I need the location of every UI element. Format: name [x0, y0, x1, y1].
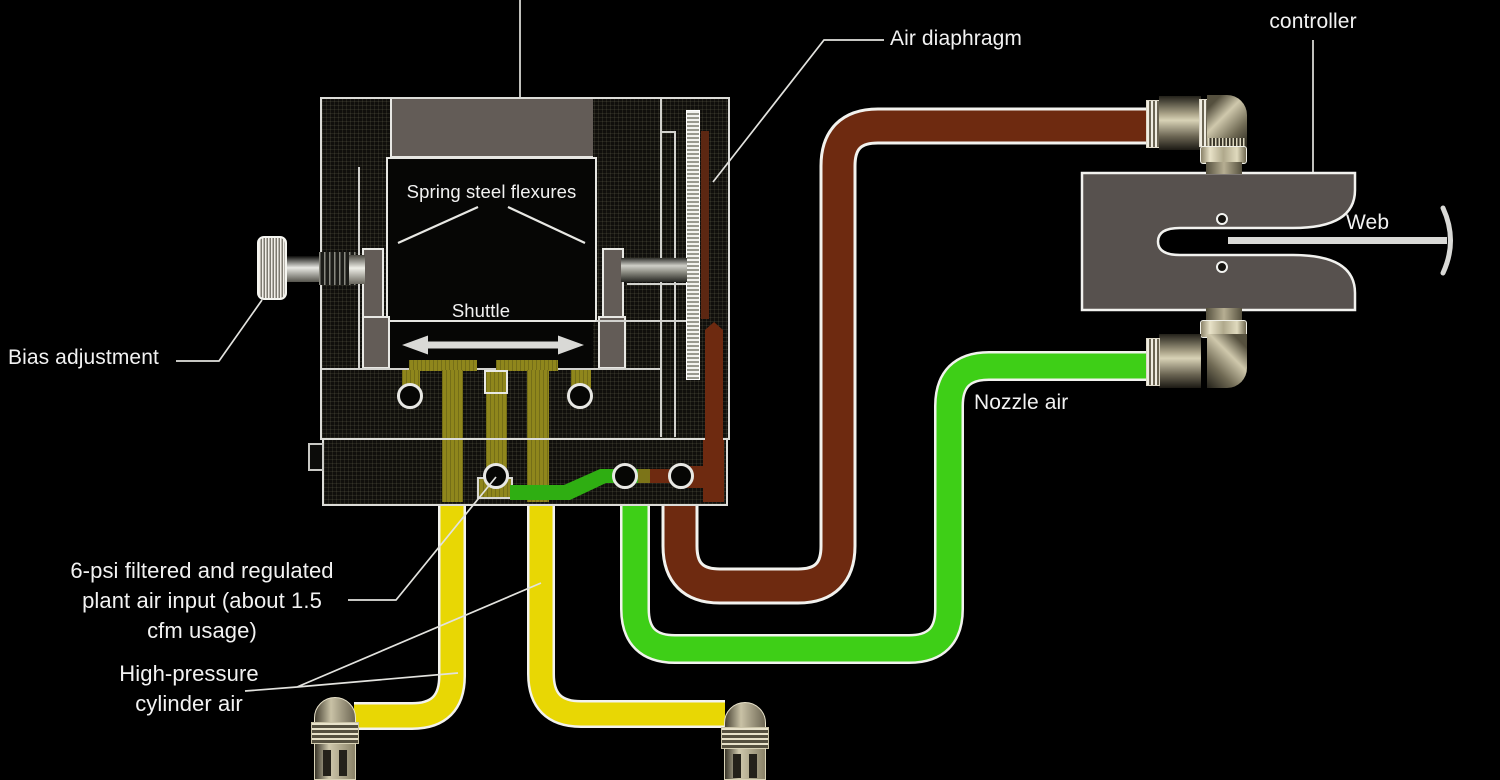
sensor-hole-bottom — [1216, 261, 1228, 273]
olive-riser-c-body — [527, 370, 549, 438]
leader-lines — [176, 0, 1314, 692]
flexure-pointer-lines — [397, 205, 586, 245]
right-fitting-slot-a — [733, 754, 741, 778]
cylinder-air-tube-left — [354, 503, 466, 730]
bias-adjustment-leader — [176, 299, 263, 362]
shaft-under-line — [627, 283, 686, 285]
shuttle-cavity — [386, 157, 597, 322]
diaphragm-back-chamber — [701, 131, 709, 319]
olive-riser-a-body — [442, 370, 463, 438]
web-sensor-fork — [1080, 171, 1357, 312]
bias-knob — [257, 236, 287, 300]
label-bias-adjustment: Bias adjustment — [8, 346, 159, 369]
label-shuttle: Shuttle — [451, 300, 511, 321]
right-fitting-slot-b — [749, 754, 757, 778]
cylinder-air-tube-right — [527, 503, 725, 728]
signal-channel-body — [705, 322, 723, 440]
top-elbow-body — [1159, 96, 1201, 150]
signal-channel-base — [703, 440, 724, 502]
manifold-top-line — [322, 368, 660, 370]
nozzle-air-port — [612, 463, 638, 489]
label-spring-steel-flexures: Spring steel flexures — [406, 181, 577, 202]
bottom-elbow-block — [1207, 334, 1247, 388]
bias-knob-collar — [349, 255, 365, 284]
olive-riser-a-base — [442, 440, 463, 502]
label-web: Web — [1346, 211, 1390, 234]
right-fitting-body — [724, 748, 766, 780]
olive-bar-mid — [496, 360, 558, 371]
web-strip — [1228, 237, 1447, 244]
cavity-right-extension-line — [596, 320, 686, 322]
bottom-elbow-stem — [1206, 308, 1242, 322]
plant-air-input-port — [483, 463, 509, 489]
label-controller: controller — [1269, 10, 1357, 33]
top-elbow-stem — [1206, 162, 1242, 174]
signal-air-port — [668, 463, 694, 489]
high-pressure-leader — [244, 582, 542, 692]
housing-step-line — [660, 131, 676, 133]
shuttle-shaft — [621, 258, 687, 282]
plant-air-leader — [348, 476, 497, 601]
sensor-hole-top — [1216, 213, 1228, 225]
left-fitting-slot-a — [323, 750, 331, 776]
label-nozzle-air: Nozzle air — [974, 391, 1069, 414]
body-port-left — [397, 383, 423, 409]
body-port-right — [567, 383, 593, 409]
bottom-elbow-collar — [1146, 338, 1160, 386]
base-tab — [308, 443, 324, 471]
nozzle-air-tube — [620, 351, 1152, 664]
left-fitting-body — [314, 743, 356, 780]
green-manifold-channel — [510, 469, 671, 500]
label-plant-air-input: 6-psi filtered and regulated plant air i… — [70, 558, 334, 643]
air-diaphragm-strip — [686, 110, 700, 380]
left-fitting-slot-b — [339, 750, 347, 776]
bias-knob-shaft — [287, 256, 319, 282]
label-high-pressure-cylinder-air: High-pressure cylinder air — [119, 661, 259, 716]
signal-air-tube — [661, 107, 1148, 605]
air-diaphragm-leader — [712, 39, 884, 183]
olive-riser-b-body — [486, 370, 507, 438]
shuttle-travel-arrow — [402, 335, 584, 355]
olive-bar-left — [409, 360, 477, 371]
bottom-elbow-body — [1159, 334, 1201, 388]
olive-valve-box — [484, 370, 508, 394]
web-end-bracket — [1440, 205, 1453, 276]
label-air-diaphragm: Air diaphragm — [890, 27, 1023, 50]
top-elbow-threads — [1208, 138, 1246, 148]
